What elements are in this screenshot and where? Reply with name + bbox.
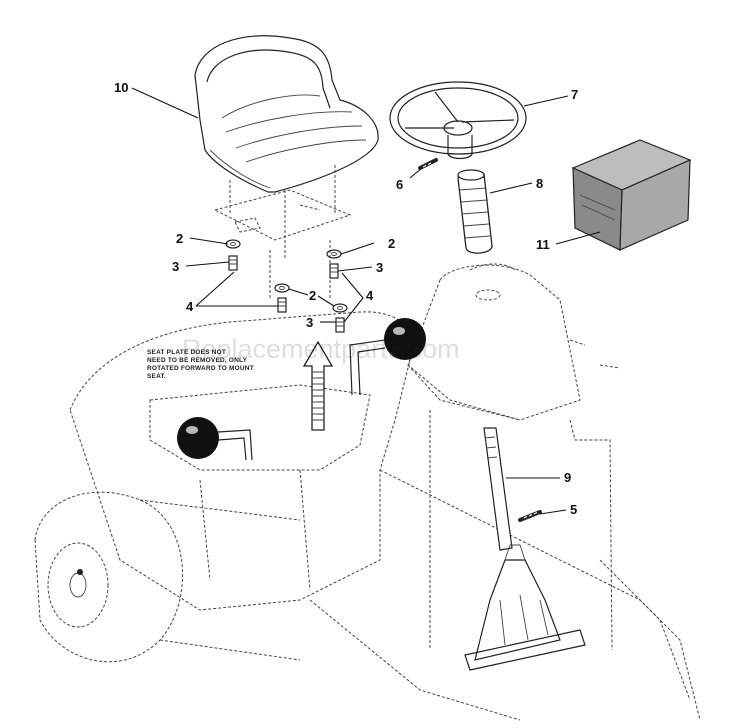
note-line-4: SEAT. bbox=[147, 373, 166, 380]
callout-3-right: 3 bbox=[376, 260, 383, 275]
callout-3-center: 3 bbox=[306, 315, 313, 330]
lever-right bbox=[349, 318, 426, 396]
note-line-3: ROTATED FORWARD TO MOUNT bbox=[147, 365, 254, 372]
watermark: Replacementparts.com bbox=[182, 334, 460, 364]
steering-column bbox=[483, 427, 513, 551]
seat bbox=[194, 35, 379, 193]
callout-7: 7 bbox=[571, 87, 578, 102]
dash-console bbox=[407, 263, 621, 651]
callout-9: 9 bbox=[564, 470, 571, 485]
leader-lines bbox=[131, 87, 601, 515]
callout-2-left: 2 bbox=[176, 231, 183, 246]
assembly-note: SEAT PLATE DOES NOT NEED TO BE REMOVED, … bbox=[147, 349, 254, 380]
parts-box bbox=[571, 139, 692, 251]
callout-8: 8 bbox=[536, 176, 543, 191]
steering-sleeve bbox=[457, 169, 493, 254]
steering-wheel bbox=[389, 81, 527, 160]
callout-4-left: 4 bbox=[186, 299, 194, 314]
steering-gear-base bbox=[464, 544, 586, 671]
callout-labels: 10 7 6 8 11 2 2 2 3 3 3 4 4 9 5 bbox=[114, 80, 578, 517]
rotate-forward-arrow bbox=[302, 340, 334, 431]
washers-bolts bbox=[225, 239, 348, 333]
callout-6: 6 bbox=[396, 177, 403, 192]
front-wheel bbox=[34, 491, 301, 663]
lever-left bbox=[177, 417, 253, 461]
seat-plate bbox=[213, 165, 352, 300]
callout-10: 10 bbox=[114, 80, 128, 95]
spring bbox=[518, 510, 542, 522]
callout-11: 11 bbox=[536, 237, 550, 252]
roll-pin bbox=[418, 158, 438, 170]
callout-5: 5 bbox=[570, 502, 577, 517]
callout-2-center: 2 bbox=[309, 288, 316, 303]
note-line-2: NEED TO BE REMOVED, ONLY bbox=[147, 357, 248, 364]
note-line-1: SEAT PLATE DOES NOT bbox=[147, 349, 226, 356]
callout-4-right: 4 bbox=[366, 288, 374, 303]
callout-2-right: 2 bbox=[388, 236, 395, 251]
callout-3-left: 3 bbox=[172, 259, 179, 274]
